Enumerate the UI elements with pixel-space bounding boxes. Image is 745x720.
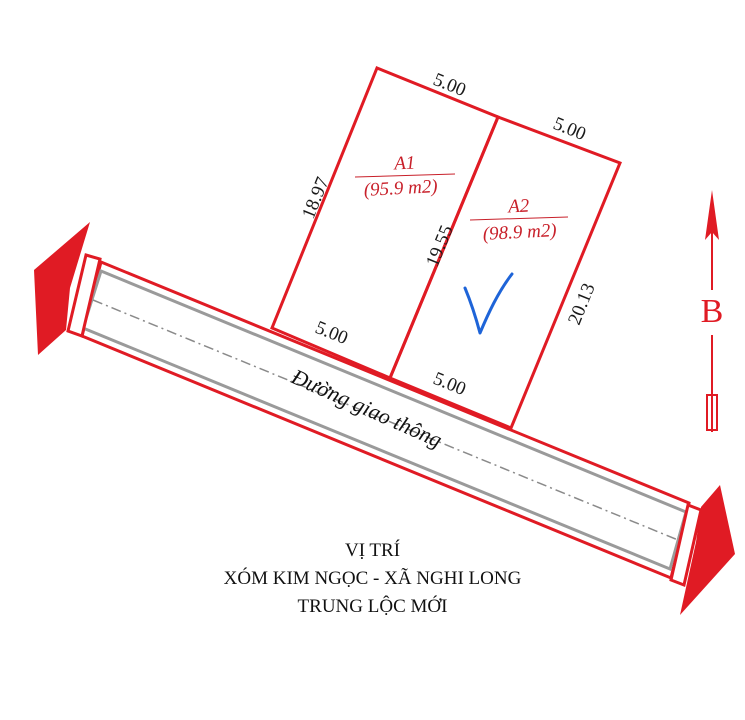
road-right-cap — [669, 502, 703, 588]
dim-a1-left: 18.97 — [298, 174, 333, 222]
parcels — [270, 66, 622, 430]
lot-a2-divider — [469, 216, 569, 221]
north-label: B — [701, 293, 724, 330]
lot-a1: A1 (95.9 m2) — [354, 152, 456, 201]
checkmark-icon — [463, 272, 514, 335]
dim-middle: 19.55 — [422, 222, 457, 270]
lot-a1-id: A1 — [392, 152, 416, 174]
lot-a2-area: (98.9 m2) — [482, 220, 557, 245]
lot-a1-area: (95.9 m2) — [363, 176, 438, 201]
lot-a1-divider — [354, 173, 456, 178]
parcel-a1-boundary — [270, 66, 500, 380]
caption-line-2: XÓM KIM NGỌC - XÃ NGHI LONG — [223, 568, 522, 589]
parcel-a2-boundary — [388, 115, 622, 430]
road-right-arrow — [680, 485, 735, 615]
road-left-arrow — [34, 222, 90, 355]
north-arrow: B — [701, 190, 724, 432]
road: Đường giao thông — [34, 222, 735, 615]
lot-a2-id: A2 — [506, 195, 531, 217]
road-left-cap — [66, 253, 102, 338]
dim-a2-bottom: 5.00 — [430, 368, 469, 400]
north-arrow-head — [705, 190, 719, 240]
lot-a2: A2 (98.9 m2) — [469, 195, 569, 245]
dim-a1-bottom: 5.00 — [312, 317, 351, 349]
caption-line-1: VỊ TRÍ — [344, 540, 401, 561]
road-centerline — [92, 299, 679, 541]
dim-a1-top: 5.00 — [430, 69, 469, 101]
caption-line-3: TRUNG LỘC MỚI — [297, 596, 448, 617]
north-arrow-tail — [706, 394, 718, 431]
